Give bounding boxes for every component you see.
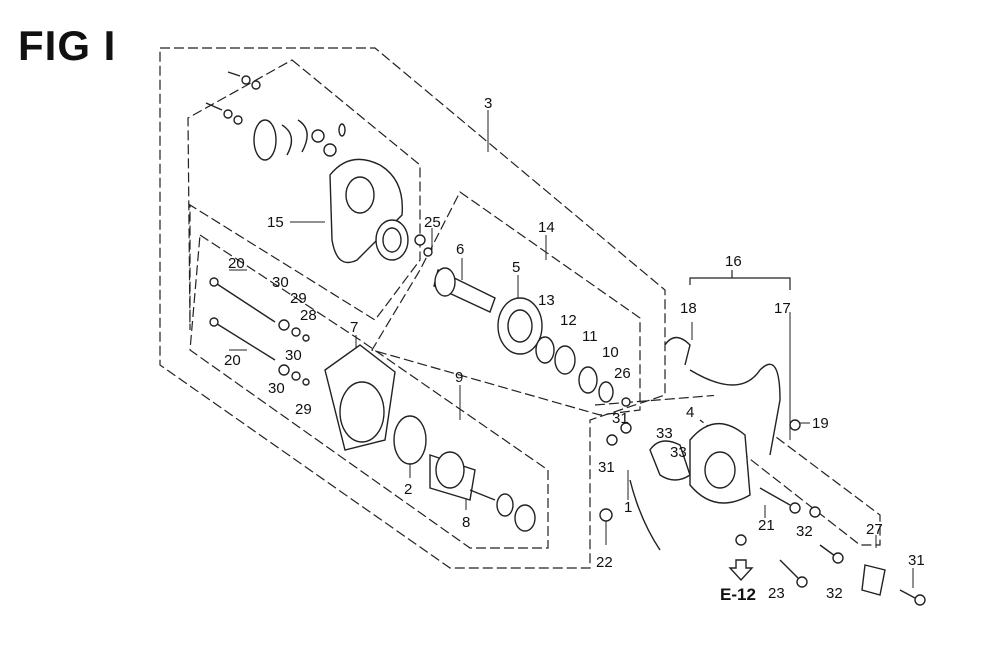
bolt-23 — [779, 559, 799, 579]
callout-30-lower: 30 — [268, 380, 285, 397]
bolt-31 — [899, 589, 916, 599]
callout-labels: 3 15 25 14 6 5 20 30 29 28 7 13 12 11 10… — [224, 95, 925, 602]
bolt-21 — [759, 487, 791, 506]
group-boundary-15 — [187, 59, 421, 331]
callout-28-lower: 29 — [295, 401, 312, 418]
callout-22: 22 — [596, 554, 613, 571]
wire-16 — [689, 363, 781, 456]
group-boundary-14 — [371, 191, 641, 416]
callout-31-left: 31 — [598, 459, 615, 476]
callout-4: 4 — [686, 404, 694, 421]
callout-19: 19 — [812, 415, 829, 432]
bracket-16-17 — [689, 277, 791, 290]
callout-2: 2 — [404, 481, 412, 498]
callout-28-upper: 28 — [300, 307, 317, 324]
callout-33-upper: 33 — [656, 425, 673, 442]
callout-32-upper: 32 — [796, 523, 813, 540]
screw-top-2 — [205, 102, 223, 111]
callout-32-lower: 32 — [826, 585, 843, 602]
screw-top-1 — [227, 71, 241, 77]
callout-29-lower: 30 — [285, 347, 302, 364]
callout-18: 18 — [680, 300, 697, 317]
callout-26: 26 — [614, 365, 631, 382]
through-bolts — [209, 277, 310, 386]
callout-3: 3 — [484, 95, 492, 112]
callout-10: 10 — [602, 344, 619, 361]
bracket-27 — [861, 564, 886, 596]
callout-6: 6 — [456, 241, 464, 258]
front-cover-assembly — [599, 336, 926, 606]
callout-13: 13 — [538, 292, 555, 309]
callout-5: 5 — [512, 259, 520, 276]
lead-wire — [629, 479, 661, 551]
callout-31-upper: 31 — [612, 410, 629, 427]
assembly-boundary-3 — [159, 47, 666, 569]
reference-arrow — [728, 534, 754, 582]
yoke-assembly — [324, 344, 536, 532]
bolt-32 — [819, 544, 836, 557]
callout-11: 11 — [582, 328, 598, 345]
ring-13 — [535, 336, 555, 364]
bolt-19 — [789, 419, 801, 431]
group-boundary-right — [594, 394, 881, 546]
callout-8: 8 — [462, 514, 470, 531]
figure-title: FIG I — [18, 22, 117, 69]
armature-assembly — [433, 267, 631, 407]
callout-30-upper: 30 — [272, 274, 289, 291]
o-ring-2 — [393, 415, 427, 465]
leader-lines — [229, 110, 914, 588]
callout-23: 23 — [768, 585, 785, 602]
brush-holder — [253, 119, 277, 161]
callout-12: 12 — [560, 312, 577, 329]
group-boundary-9 — [189, 233, 549, 549]
callout-29-upper: 29 — [290, 290, 307, 307]
callout-20-upper: 20 — [228, 255, 245, 272]
callout-1: 1 — [624, 499, 632, 516]
washer-11 — [578, 366, 598, 394]
nut-22 — [599, 508, 613, 522]
ring-12 — [554, 345, 576, 375]
brush-spring-2 — [297, 119, 308, 153]
callout-15: 15 — [267, 214, 284, 231]
callout-21: 21 — [758, 517, 775, 534]
callout-33-lower: 33 — [670, 444, 687, 461]
rear-cover-assembly — [205, 71, 433, 264]
callout-9: 9 — [455, 369, 463, 386]
callout-31-right: 31 — [908, 552, 925, 569]
callout-16: 16 — [725, 253, 742, 270]
callout-17: 17 — [774, 300, 791, 317]
callout-20-lower: 20 — [224, 352, 241, 369]
callout-25: 25 — [424, 214, 441, 231]
callout-14: 14 — [538, 219, 555, 236]
terminal-18 — [664, 336, 691, 366]
brush-spring-1 — [281, 124, 293, 156]
callout-7: 7 — [350, 319, 358, 336]
reference-label: E-12 — [720, 585, 756, 604]
washer-10 — [598, 381, 614, 403]
callout-27: 27 — [866, 521, 883, 538]
